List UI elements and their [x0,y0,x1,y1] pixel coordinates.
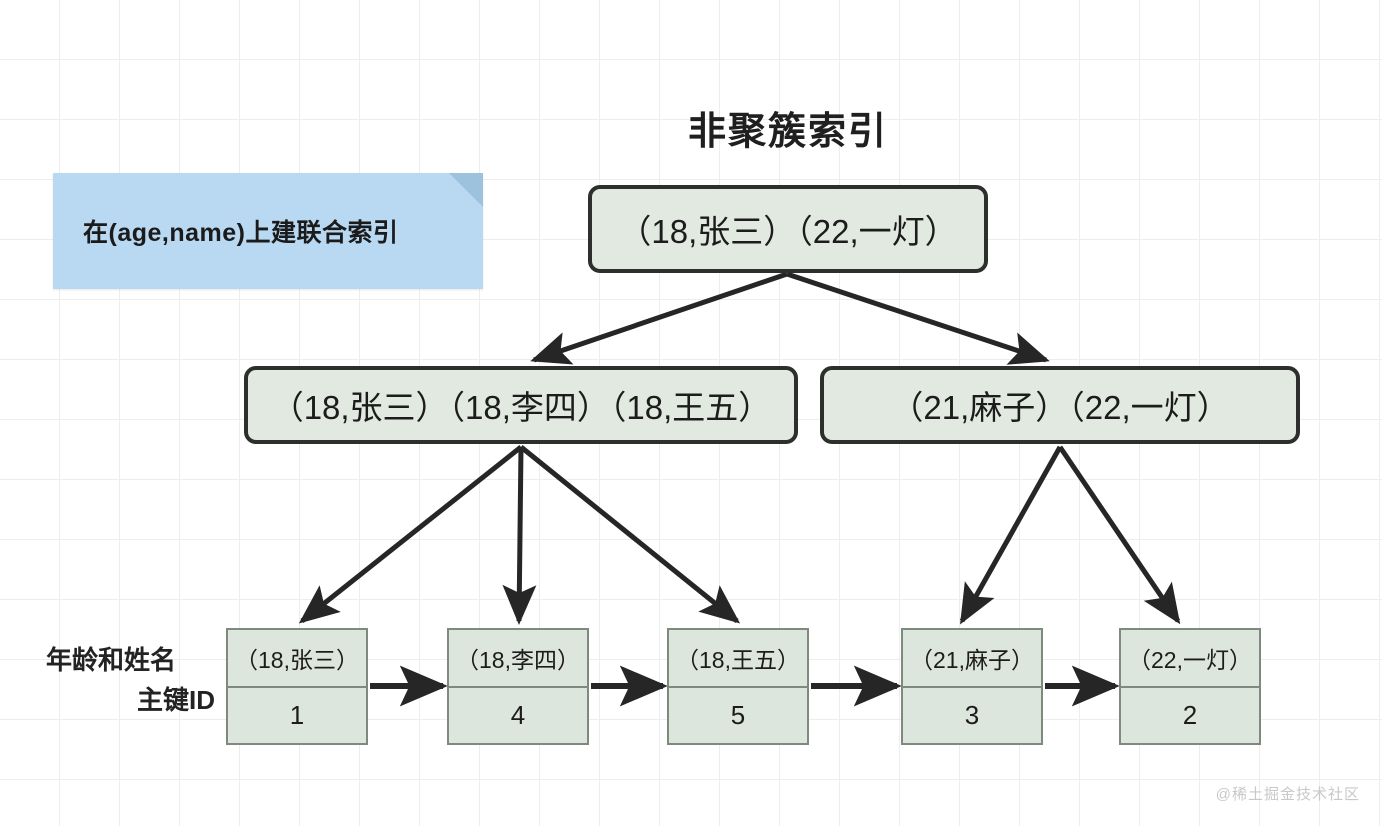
leaf-key: （21,麻子） [903,630,1041,688]
leaf-node: （21,麻子） 3 [901,628,1043,745]
tree-node-root-label: （18,张三）（22,一灯） [618,213,958,250]
diagram-title: 非聚簇索引 [687,111,888,153]
leaf-node: （22,一灯） 2 [1119,628,1261,745]
leaf-key: （18,李四） [449,630,587,688]
row-label-primary-key: 主键ID [136,685,215,715]
tree-node-root: （18,张三）（22,一灯） [588,185,988,273]
leaf-key: （22,一灯） [1121,630,1259,688]
leaf-key: （18,王五） [669,630,807,688]
leaf-primary-key: 1 [289,699,305,730]
edge-root-to-mid-1 [786,271,1050,365]
row-label-keys: 年龄和姓名 [46,645,177,675]
sticky-note: 在(age,name)上建联合索引 [53,173,483,289]
note-fold-corner-icon [449,173,483,207]
edge-mid-0-to-leaf-1 [502,446,537,625]
edge-mid-0-to-leaf-2 [519,445,741,624]
leaf-primary-key: 5 [730,699,746,730]
edge-mid-1-to-leaf-4 [1057,445,1181,625]
edge-mid-0-to-leaf-0 [298,445,523,624]
row-labels: 年龄和姓名 主键ID [40,640,215,720]
leaf-primary-key: 3 [964,699,980,730]
leaf-key: （18,张三） [228,630,366,688]
tree-node-mid-right: （21,麻子）（22,一灯） [820,366,1300,444]
note-text: 在(age,name)上建联合索引 [83,219,399,247]
leaf-primary-key: 4 [510,699,526,730]
edge-mid-1-to-leaf-3 [959,445,1063,625]
leaf-node: （18,李四） 4 [447,628,589,745]
leaf-node: （18,张三） 1 [226,628,368,745]
leaf-primary-key: 2 [1182,699,1198,730]
watermark: @稀土掘金技术社区 [1215,786,1360,803]
tree-node-mid-left: （18,张三）（18,李四）（18,王五） [244,366,798,444]
tree-node-mid-left-label: （18,张三）（18,李四）（18,王五） [270,389,772,426]
edge-root-to-mid-0 [530,271,788,365]
leaf-node: （18,王五） 5 [667,628,809,745]
tree-node-mid-right-label: （21,麻子）（22,一灯） [890,389,1230,426]
